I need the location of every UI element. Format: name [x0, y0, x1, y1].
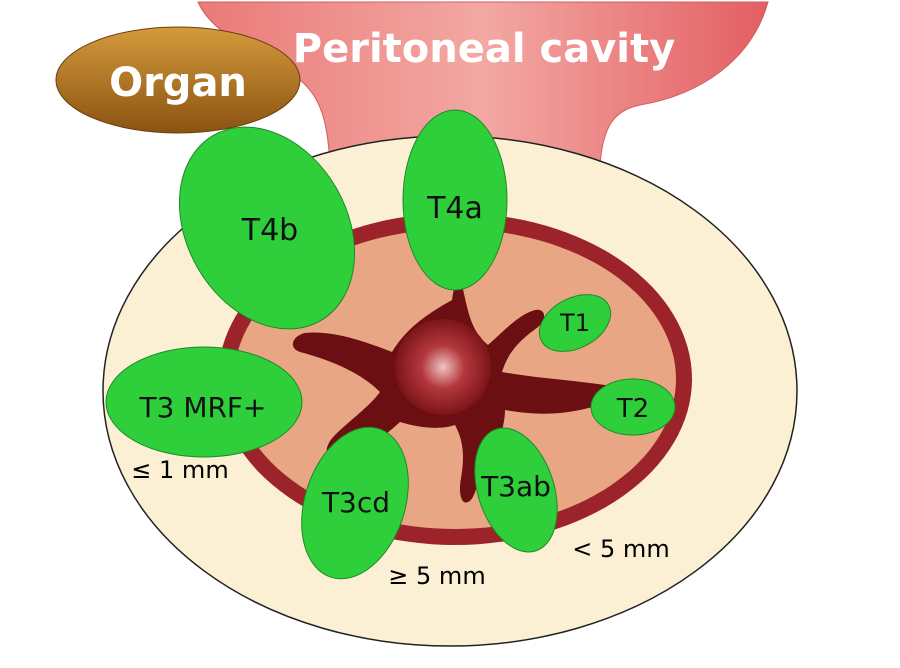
t3cd-label: T3cd	[321, 486, 390, 519]
t4a-label: T4a	[426, 191, 483, 226]
organ	[55, 26, 301, 134]
t1-extension	[538, 294, 612, 352]
t3-mrf-extension	[105, 346, 303, 458]
distance-lt5mm: < 5 mm	[572, 535, 669, 563]
organ-label: Organ	[109, 60, 247, 106]
t3ab-extension	[474, 427, 558, 553]
tumor-core	[395, 319, 491, 415]
t3ab-label: T3ab	[480, 470, 551, 503]
t2-extension	[590, 378, 676, 436]
t1-label: T1	[559, 309, 590, 337]
t2-label: T2	[616, 394, 649, 424]
peritoneal-cavity-label: Peritoneal cavity	[293, 26, 675, 72]
t4a-extension	[402, 109, 508, 291]
t4b-extension	[178, 126, 356, 330]
distance-le1mm: ≤ 1 mm	[131, 456, 228, 484]
distance-ge5mm: ≥ 5 mm	[388, 562, 485, 590]
t4b-label: T4b	[241, 213, 298, 248]
t3-mrf-label: T3 MRF+	[139, 391, 267, 424]
t3cd-extension	[301, 426, 409, 580]
